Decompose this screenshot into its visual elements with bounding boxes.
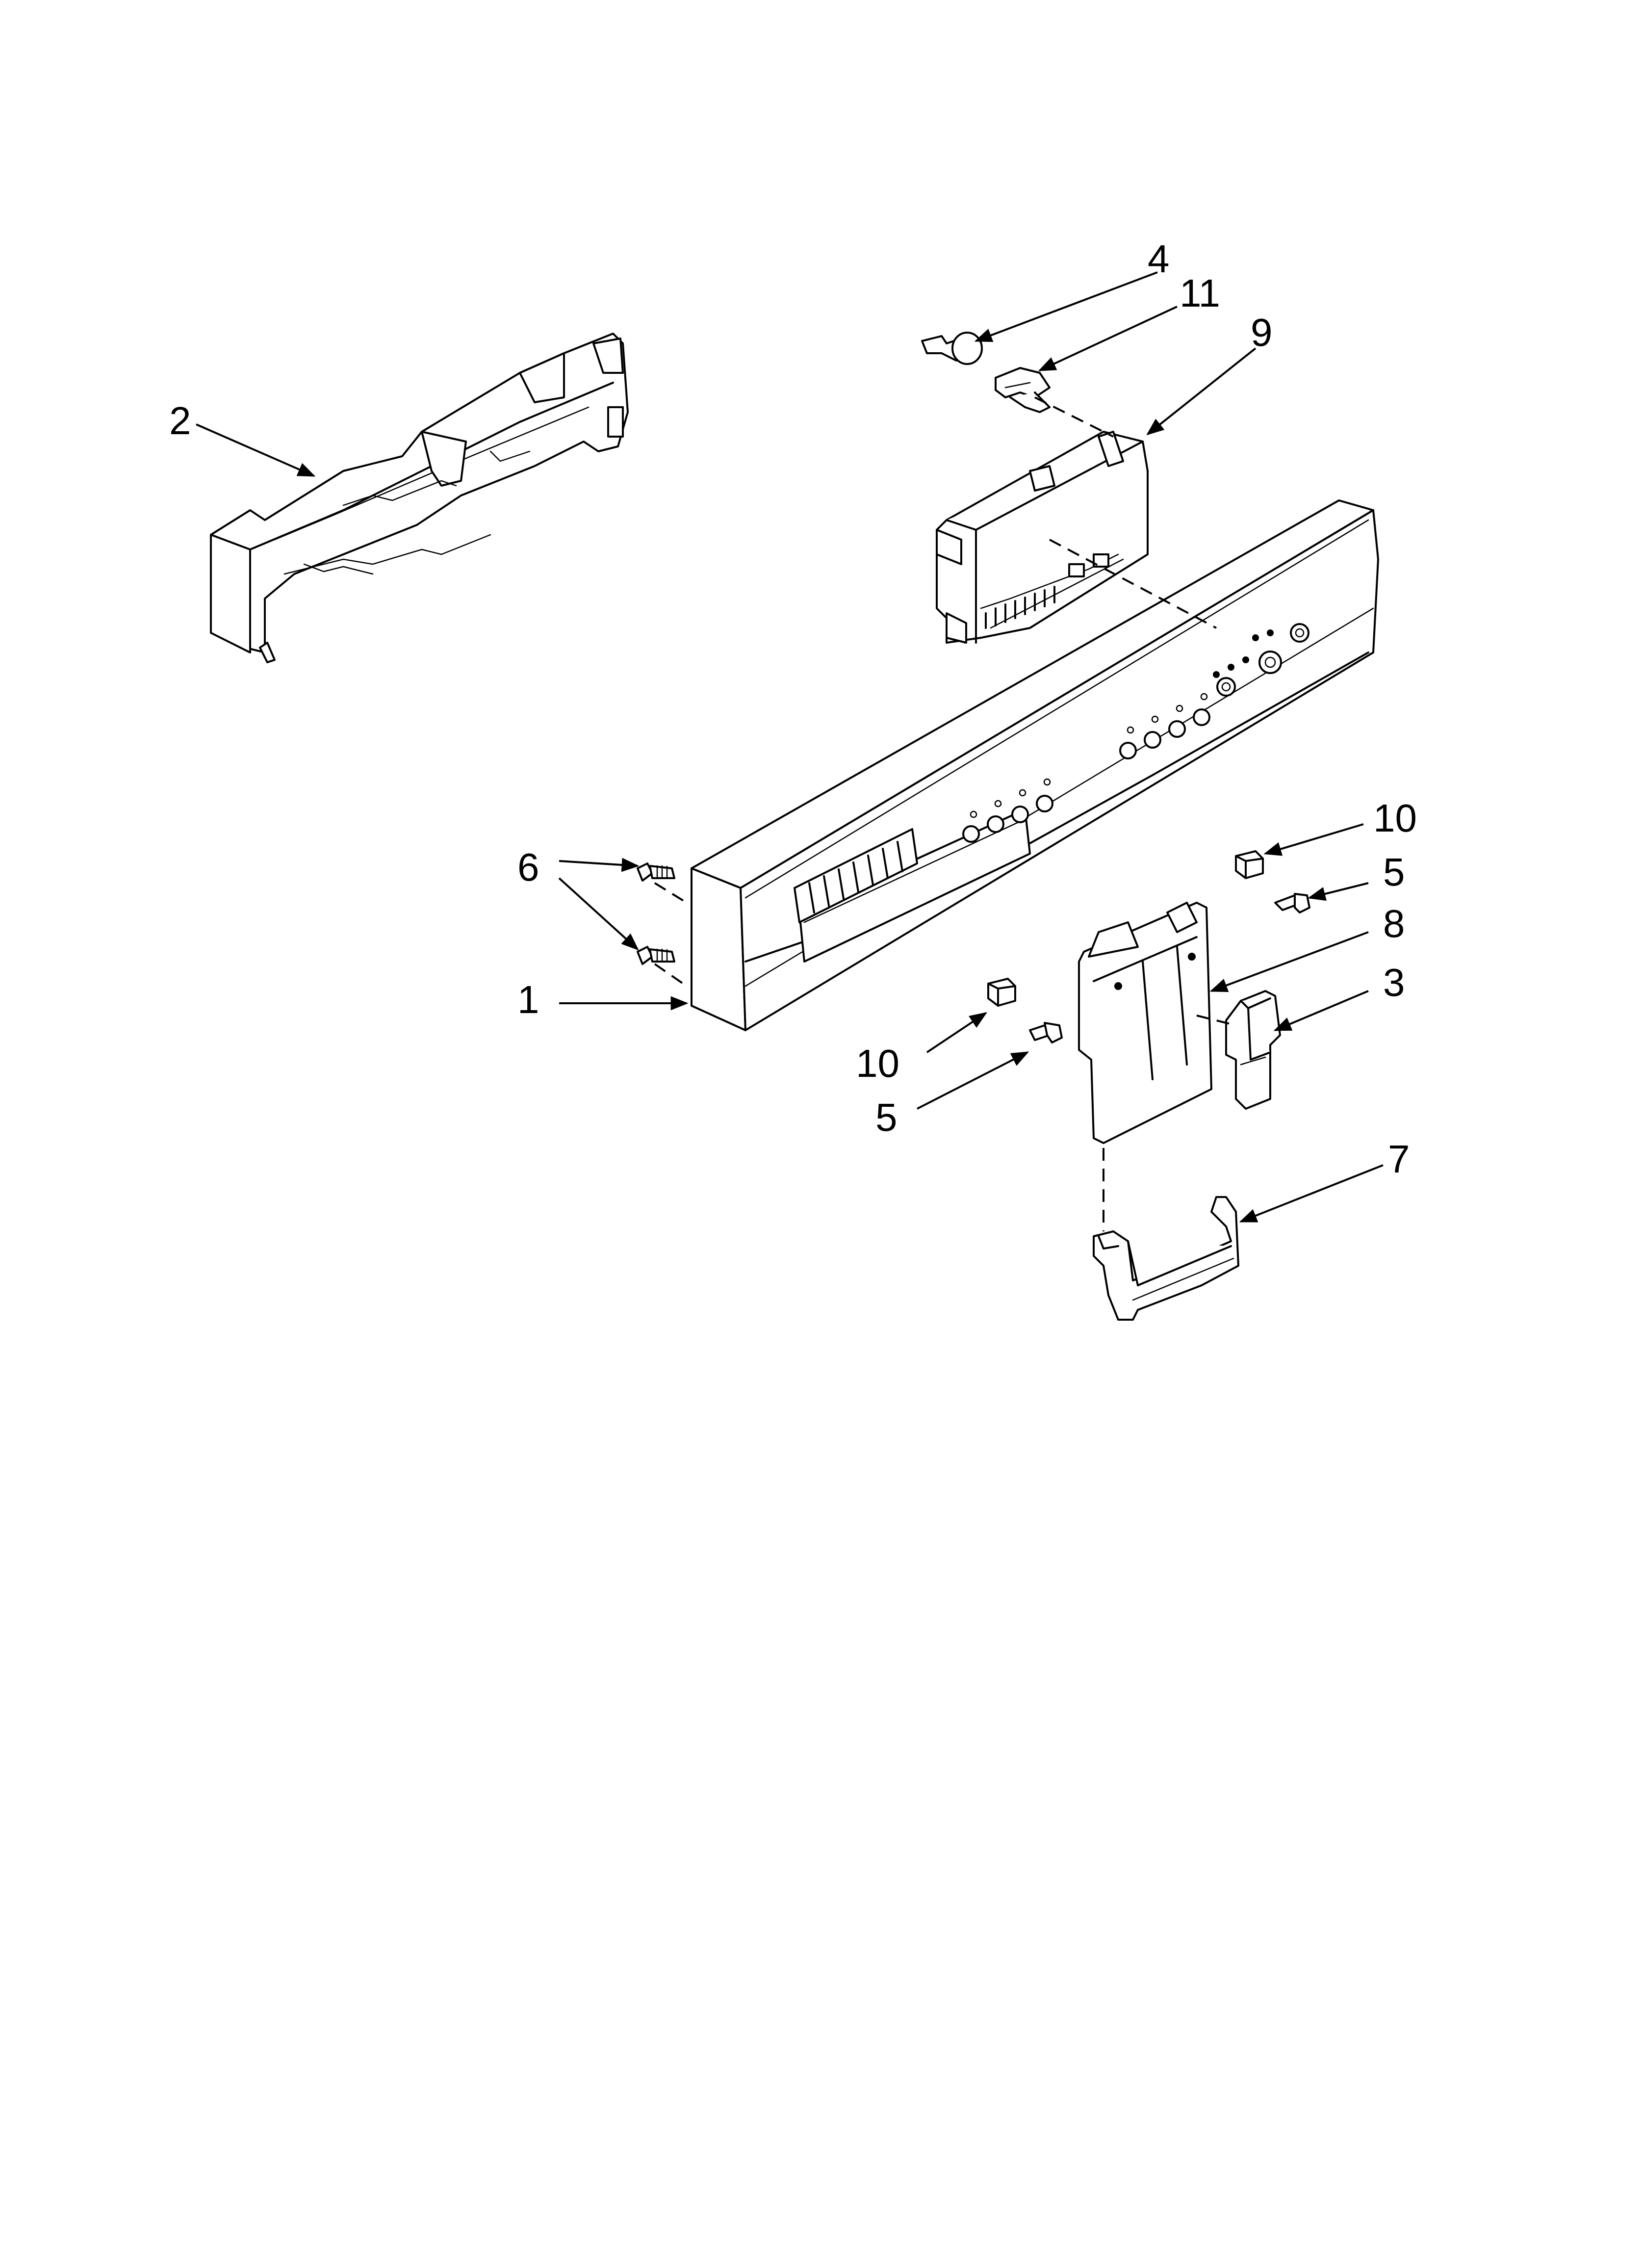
assembly-lines — [654, 396, 1236, 1231]
part-7-handle — [1093, 1196, 1239, 1321]
leader-lines — [196, 271, 1384, 1223]
part-6-screw-upper — [637, 862, 675, 882]
part-2-bracket — [210, 333, 629, 663]
callout-7: 7 — [1388, 1137, 1410, 1181]
callout-labels: 2 4 11 9 6 1 10 5 8 3 10 5 7 — [169, 237, 1417, 1181]
part-1-console — [691, 499, 1379, 1031]
callout-4: 4 — [1148, 237, 1170, 281]
part-11-clip — [995, 367, 1051, 413]
callout-10-right: 10 — [1373, 796, 1417, 840]
part-8-bracket — [1078, 902, 1212, 1144]
part-10-plug-left — [987, 978, 1016, 1007]
part-9-control-board — [936, 431, 1149, 644]
part-6-screw-lower — [637, 946, 675, 965]
callout-5-left: 5 — [875, 1095, 898, 1139]
part-4-thermal-fuse — [921, 332, 983, 365]
callout-11: 11 — [1180, 271, 1220, 315]
callout-6: 6 — [517, 845, 539, 889]
part-5-screw-right — [1274, 893, 1310, 913]
callout-10-left: 10 — [856, 1042, 899, 1085]
callout-9: 9 — [1251, 311, 1273, 354]
callout-2: 2 — [169, 399, 191, 443]
part-3-latch — [1225, 990, 1281, 1110]
callout-8: 8 — [1383, 902, 1405, 945]
callout-1: 1 — [517, 978, 539, 1021]
part-10-plug-right — [1235, 850, 1264, 879]
part-5-screw-left — [1029, 1022, 1063, 1043]
callout-3: 3 — [1383, 961, 1405, 1004]
callout-5-right: 5 — [1383, 850, 1405, 894]
